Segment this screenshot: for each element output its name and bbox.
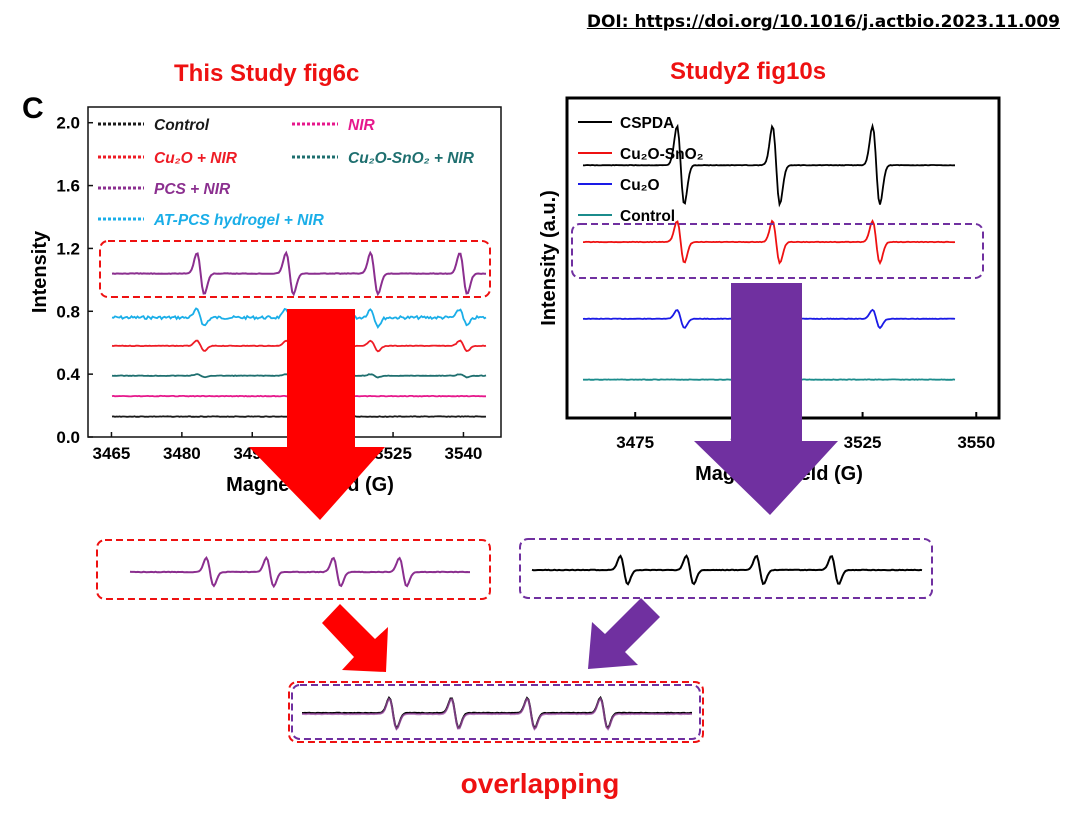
- right-legend-label: Control: [620, 208, 675, 225]
- left-y-tick-label: 2.0: [56, 114, 80, 133]
- overlap-box-red: [288, 681, 704, 743]
- left-x-tick-label: 3480: [163, 444, 201, 463]
- left-study-title: This Study fig6c: [174, 60, 360, 87]
- right-x-tick-label: 3475: [616, 433, 654, 452]
- right-series-line: [582, 122, 955, 208]
- left-y-tick-label: 1.6: [56, 177, 80, 196]
- left-legend-label: Control: [154, 117, 210, 134]
- left-legend-label: Cu₂O + NIR: [154, 150, 238, 167]
- overlap-box-purple: [291, 684, 701, 740]
- extracted-left-spectrum: [129, 555, 470, 589]
- left-y-axis-label: Intensity: [29, 230, 51, 313]
- right-series-line: [583, 218, 956, 266]
- left-x-tick-label: 3540: [445, 444, 483, 463]
- left-x-tick-label: 3525: [374, 444, 412, 463]
- purple-down-arrow-icon: [694, 283, 838, 515]
- left-legend-label: Cu₂O-SnO₂ + NIR: [348, 150, 475, 167]
- right-highlight-box: [571, 223, 984, 279]
- left-y-tick-label: 0.0: [56, 428, 80, 447]
- panel-label: C: [22, 92, 44, 125]
- extracted-right-box: [519, 538, 933, 599]
- overlap-spectrum-purple: [301, 697, 693, 731]
- overlapping-label: overlapping: [460, 768, 620, 799]
- red-down-arrow-icon: [249, 309, 385, 520]
- right-x-tick-label: 3525: [844, 433, 882, 452]
- extracted-right-spectrum: [531, 554, 923, 586]
- right-y-axis-label: Intensity (a.u.): [538, 190, 560, 326]
- right-legend-label: Cu₂O: [620, 177, 660, 194]
- left-y-tick-label: 1.2: [56, 239, 80, 258]
- left-legend-label: AT-PCS hydrogel + NIR: [153, 212, 325, 229]
- left-highlight-box: [99, 240, 491, 298]
- left-chart: 3465348034953510352535400.00.40.81.21.62…: [29, 106, 502, 496]
- right-legend-label: Cu₂O-SnO₂: [620, 146, 704, 163]
- left-series-line: [111, 250, 486, 297]
- doi-link[interactable]: DOI: https://doi.org/10.1016/j.actbio.20…: [586, 12, 1060, 32]
- left-y-tick-label: 0.4: [56, 365, 80, 384]
- extracted-left-box: [96, 539, 491, 600]
- left-legend-label: PCS + NIR: [154, 181, 231, 198]
- red-diagonal-arrow-icon: [322, 604, 388, 672]
- right-study-title: Study2 fig10s: [670, 58, 827, 85]
- left-y-tick-label: 0.8: [56, 302, 80, 321]
- right-x-tick-label: 3550: [957, 433, 995, 452]
- right-legend-label: CSPDA: [620, 115, 674, 132]
- purple-diagonal-arrow-icon: [588, 598, 660, 669]
- left-x-tick-label: 3465: [93, 444, 131, 463]
- left-legend-label: NIR: [348, 117, 376, 134]
